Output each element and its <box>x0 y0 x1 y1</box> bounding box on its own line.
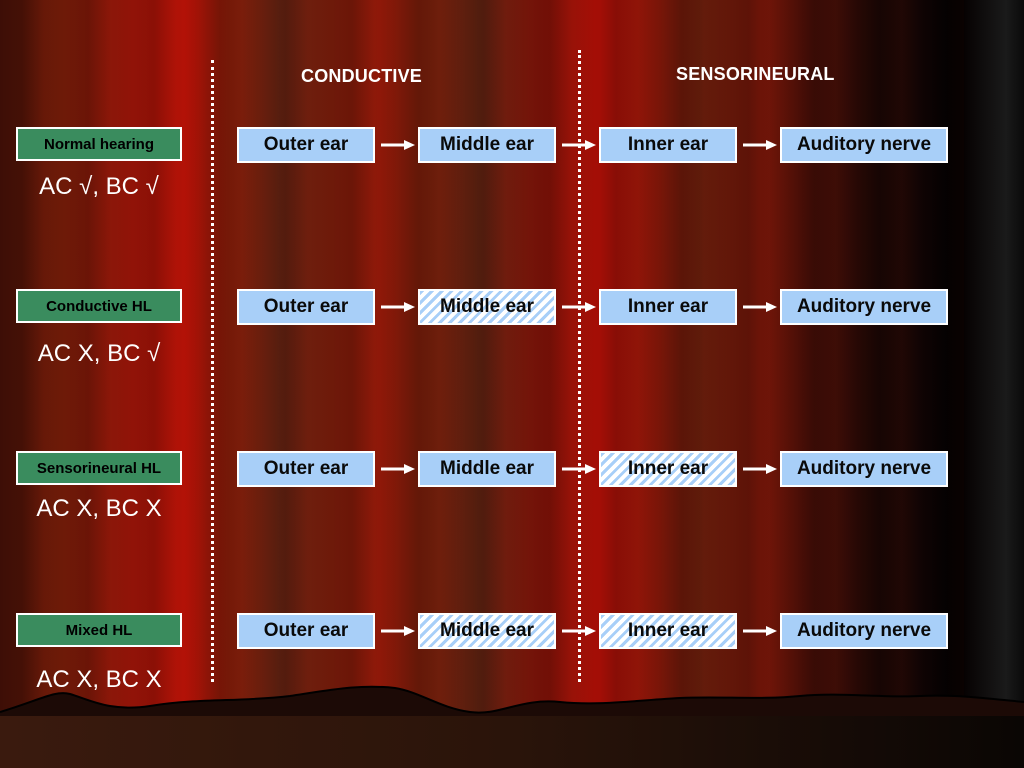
ear-part-outer-ear: Outer ear <box>237 451 375 487</box>
ac-bc-result: AC X, BC X <box>36 666 162 693</box>
header-conductive: CONDUCTIVE <box>301 66 423 86</box>
ac-bc-result: AC X, BC √ <box>37 340 161 367</box>
divider-left <box>211 60 214 682</box>
stage-side-shadow <box>964 0 1024 768</box>
condition-label-sensorineural-hl: Sensorineural HL <box>16 451 182 485</box>
ear-part-middle-ear: Middle ear <box>418 127 556 163</box>
ear-part-middle-ear-damaged: Middle ear <box>418 289 556 325</box>
arrow-right-icon <box>562 140 596 150</box>
ear-part-auditory-nerve: Auditory nerve <box>780 127 948 163</box>
ear-part-inner-ear-damaged: Inner ear <box>599 451 737 487</box>
ear-part-outer-ear: Outer ear <box>237 127 375 163</box>
arrow-right-icon <box>562 464 596 474</box>
arrow-right-icon <box>743 302 777 312</box>
arrow-right-icon <box>562 302 596 312</box>
ear-part-inner-ear-damaged: Inner ear <box>599 613 737 649</box>
ear-part-middle-ear-damaged: Middle ear <box>418 613 556 649</box>
divider-middle <box>578 50 581 682</box>
arrow-right-icon <box>381 140 415 150</box>
arrow-right-icon <box>381 464 415 474</box>
ear-part-inner-ear: Inner ear <box>599 289 737 325</box>
arrow-right-icon <box>743 464 777 474</box>
arrow-right-icon <box>381 626 415 636</box>
condition-label-mixed-hl: Mixed HL <box>16 613 182 647</box>
ear-part-inner-ear: Inner ear <box>599 127 737 163</box>
arrow-right-icon <box>743 140 777 150</box>
ear-part-outer-ear: Outer ear <box>237 289 375 325</box>
ear-part-auditory-nerve: Auditory nerve <box>780 613 948 649</box>
ear-part-outer-ear: Outer ear <box>237 613 375 649</box>
ear-part-auditory-nerve: Auditory nerve <box>780 289 948 325</box>
condition-label-normal-hearing: Normal hearing <box>16 127 182 161</box>
condition-label-conductive-hl: Conductive HL <box>16 289 182 323</box>
arrow-right-icon <box>381 302 415 312</box>
arrow-right-icon <box>562 626 596 636</box>
header-sensorineural: SENSORINEURAL <box>676 64 835 84</box>
ear-part-middle-ear: Middle ear <box>418 451 556 487</box>
ear-part-auditory-nerve: Auditory nerve <box>780 451 948 487</box>
ac-bc-result: AC √, BC √ <box>39 173 159 200</box>
ac-bc-result: AC X, BC X <box>36 495 162 522</box>
arrow-right-icon <box>743 626 777 636</box>
